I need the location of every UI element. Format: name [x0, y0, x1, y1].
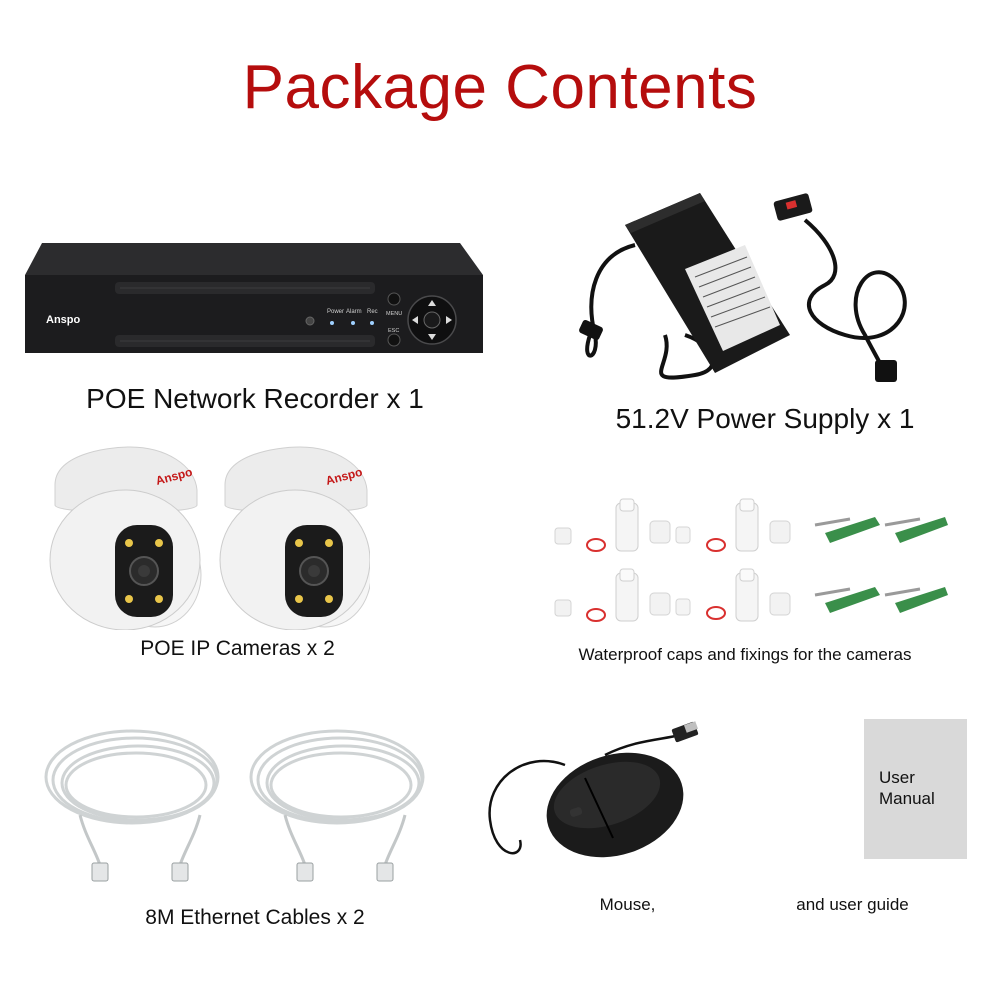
- nvr-caption: POE Network Recorder x 1: [86, 383, 424, 414]
- nvr-menu-label: MENU: [386, 311, 402, 317]
- page-title: Package Contents: [242, 53, 758, 122]
- power-supply-caption: 51.2V Power Supply x 1: [615, 403, 915, 434]
- nvr-indicator-power: Power: [327, 309, 344, 315]
- fixings-caption: Waterproof caps and fixings for the came…: [578, 645, 912, 664]
- power-supply-image: [579, 193, 907, 382]
- nvr-brand-label: Anspo: [46, 314, 81, 326]
- fixings-image: [554, 498, 948, 622]
- manual-caption: and user guide: [796, 895, 909, 914]
- manual-title-line2: Manual: [879, 789, 935, 808]
- mouse-caption: Mouse,: [599, 895, 656, 914]
- ethernet-cables-caption: 8M Ethernet Cables x 2: [145, 906, 365, 929]
- nvr-indicator-alarm: Alarm: [346, 309, 362, 315]
- camera-1-image: Anspo Anspo: [49, 446, 370, 630]
- ethernet-cables-image: [44, 729, 425, 882]
- user-manual-card: User Manual: [864, 719, 967, 859]
- nvr-recorder-image: Anspo Power Alarm Rec MENU ESC: [25, 243, 483, 353]
- manual-title-line1: User: [879, 768, 915, 787]
- cameras-caption: POE IP Cameras x 2: [140, 637, 335, 660]
- nvr-indicator-rec: Rec: [367, 309, 378, 315]
- nvr-esc-label: ESC: [388, 328, 399, 334]
- mouse-image: [488, 721, 699, 858]
